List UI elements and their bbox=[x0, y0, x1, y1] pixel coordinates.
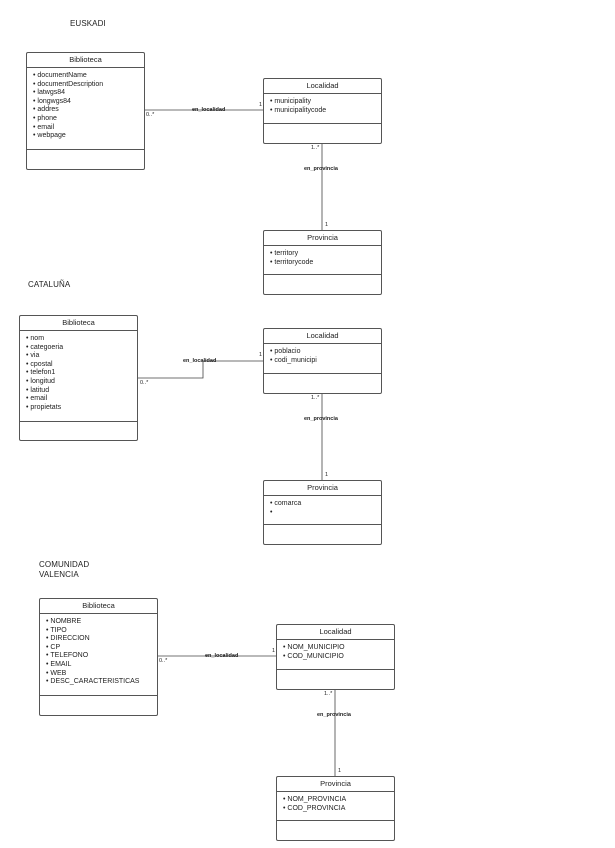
attribute: TIPO bbox=[46, 627, 157, 636]
cardinality-many: 0..* bbox=[146, 112, 155, 118]
attribute: COD_PROVINCIA bbox=[283, 805, 394, 814]
class-name: Provincia bbox=[277, 777, 394, 792]
attribute: DESC_CARACTERISTICAS bbox=[46, 678, 157, 687]
class-name: Provincia bbox=[264, 481, 381, 496]
attribute-list: NOMBRE TIPO DIRECCION CP TELEFONO EMAIL … bbox=[40, 614, 157, 696]
attribute: municipality bbox=[270, 98, 381, 107]
attribute: email bbox=[26, 395, 137, 404]
attribute: cpostal bbox=[26, 361, 137, 370]
attribute-list: poblacio codi_municipi bbox=[264, 344, 381, 374]
class-name: Localidad bbox=[277, 625, 394, 640]
attribute: CP bbox=[46, 644, 157, 653]
attribute: documentName bbox=[33, 72, 144, 81]
valencia-localidad-class[interactable]: Localidad NOM_MUNICIPIO COD_MUNICIPIO bbox=[276, 624, 395, 690]
attribute: territorycode bbox=[270, 259, 381, 268]
attribute-list: municipality municipalitycode bbox=[264, 94, 381, 124]
cardinality-many: 0..* bbox=[140, 380, 149, 386]
attribute-list: nom categoeria via cpostal telefon1 long… bbox=[20, 331, 137, 422]
relation-label: en_localidad bbox=[205, 653, 239, 659]
attribute: NOMBRE bbox=[46, 618, 157, 627]
cardinality-many: 0..* bbox=[159, 658, 168, 664]
attribute: telefon1 bbox=[26, 369, 137, 378]
section-title-cataluna: CATALUÑA bbox=[28, 280, 71, 289]
attribute: DIRECCION bbox=[46, 635, 157, 644]
attribute: codi_municipi bbox=[270, 357, 381, 366]
valencia-biblioteca-class[interactable]: Biblioteca NOMBRE TIPO DIRECCION CP TELE… bbox=[39, 598, 158, 716]
cataluna-biblioteca-class[interactable]: Biblioteca nom categoeria via cpostal te… bbox=[19, 315, 138, 441]
attribute: documentDescription bbox=[33, 81, 144, 90]
cardinality-one: 1 bbox=[325, 472, 329, 478]
attribute: longitud bbox=[26, 378, 137, 387]
attribute: TELEFONO bbox=[46, 652, 157, 661]
class-name: Biblioteca bbox=[40, 599, 157, 614]
section-title-valencia: COMUNIDAD VALENCIA bbox=[39, 560, 90, 579]
attribute: via bbox=[26, 352, 137, 361]
attribute: email bbox=[33, 124, 144, 133]
attribute: EMAIL bbox=[46, 661, 157, 670]
cataluna-en-localidad-line bbox=[138, 360, 263, 379]
cardinality-many: 1..* bbox=[311, 395, 320, 401]
class-name: Biblioteca bbox=[27, 53, 144, 68]
attribute: categoeria bbox=[26, 344, 137, 353]
attribute: propietats bbox=[26, 404, 137, 413]
attribute: COD_MUNICIPIO bbox=[283, 653, 394, 662]
class-name: Biblioteca bbox=[20, 316, 137, 331]
cardinality-many: 1..* bbox=[324, 691, 333, 697]
attribute: NOM_MUNICIPIO bbox=[283, 644, 394, 653]
attribute: latwgs84 bbox=[33, 89, 144, 98]
attribute: WEB bbox=[46, 670, 157, 679]
attribute: latitud bbox=[26, 387, 137, 396]
relation-label: en_provincia bbox=[304, 416, 338, 422]
valencia-provincia-class[interactable]: Provincia NOM_PROVINCIA COD_PROVINCIA bbox=[276, 776, 395, 841]
attribute: longwgs84 bbox=[33, 98, 144, 107]
attribute: municipalitycode bbox=[270, 107, 381, 116]
attribute-list: NOM_PROVINCIA COD_PROVINCIA bbox=[277, 792, 394, 821]
cardinality-one: 1 bbox=[272, 648, 276, 654]
attribute: poblacio bbox=[270, 348, 381, 357]
class-name: Localidad bbox=[264, 329, 381, 344]
section-title-euskadi: EUSKADI bbox=[70, 19, 106, 28]
attribute: comarca bbox=[270, 500, 381, 509]
attribute: NOM_PROVINCIA bbox=[283, 796, 394, 805]
euskadi-localidad-class[interactable]: Localidad municipality municipalitycode bbox=[263, 78, 382, 144]
cardinality-one: 1 bbox=[325, 222, 329, 228]
attribute: territory bbox=[270, 250, 381, 259]
attribute-list: territory territorycode bbox=[264, 246, 381, 275]
relation-label: en_provincia bbox=[317, 712, 351, 718]
attribute bbox=[270, 509, 381, 518]
cardinality-one: 1 bbox=[259, 102, 263, 108]
attribute: nom bbox=[26, 335, 137, 344]
cardinality-one: 1 bbox=[259, 352, 263, 358]
attribute-list: comarca bbox=[264, 496, 381, 525]
euskadi-biblioteca-class[interactable]: Biblioteca documentName documentDescript… bbox=[26, 52, 145, 170]
euskadi-provincia-class[interactable]: Provincia territory territorycode bbox=[263, 230, 382, 295]
relation-label: en_provincia bbox=[304, 166, 338, 172]
class-name: Provincia bbox=[264, 231, 381, 246]
relation-label: en_localidad bbox=[183, 358, 217, 364]
attribute-list: documentName documentDescription latwgs8… bbox=[27, 68, 144, 150]
cataluna-provincia-class[interactable]: Provincia comarca bbox=[263, 480, 382, 545]
attribute: webpage bbox=[33, 132, 144, 141]
cardinality-many: 1..* bbox=[311, 145, 320, 151]
cataluna-localidad-class[interactable]: Localidad poblacio codi_municipi bbox=[263, 328, 382, 394]
attribute: phone bbox=[33, 115, 144, 124]
attribute: addres bbox=[33, 106, 144, 115]
cardinality-one: 1 bbox=[338, 768, 342, 774]
attribute-list: NOM_MUNICIPIO COD_MUNICIPIO bbox=[277, 640, 394, 670]
class-name: Localidad bbox=[264, 79, 381, 94]
relation-label: en_localidad bbox=[192, 107, 226, 113]
